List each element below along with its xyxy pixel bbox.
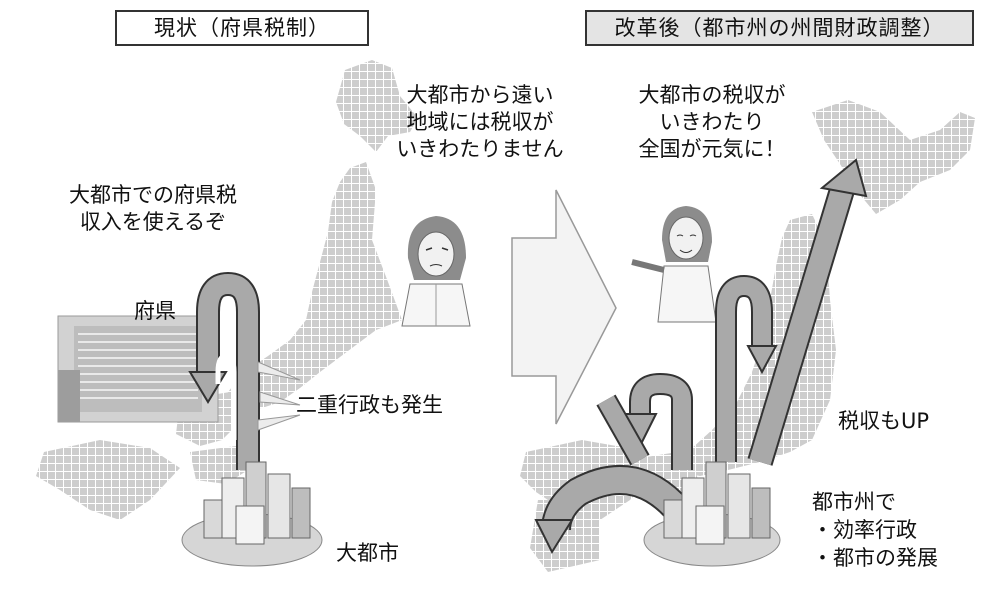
title-after: 改革後（都市州の州間財政調整） [585, 10, 974, 46]
prefecture-claim-text: 大都市での府県税 収入を使えるぞ [69, 183, 237, 234]
title-before: 現状（府県税制） [115, 10, 369, 46]
city-buildings-left [181, 461, 323, 567]
woman-happy-illustration [631, 206, 717, 323]
right-redistribution-arrows [534, 158, 868, 555]
transition-arrow [511, 189, 617, 425]
city-label: 大都市 [336, 541, 399, 565]
prefecture-building-image [57, 315, 219, 423]
double-admin-rays [257, 361, 301, 431]
speech-after: 大都市の税収が いきわたり 全国が元気に！ [638, 83, 786, 161]
left-loop-arrow [188, 271, 260, 470]
city-buildings-right [643, 461, 781, 567]
prefecture-label: 府県 [134, 299, 176, 323]
tax-up-label: 税収もUP [838, 409, 930, 433]
woman-worried-illustration [401, 216, 471, 327]
speech-before: 大都市から遠い 地域には税収が いきわたりません [396, 83, 564, 161]
city-state-benefits: 都市州で ・効率行政 ・都市の発展 [812, 490, 938, 570]
double-admin-label: 二重行政も発生 [296, 393, 443, 417]
